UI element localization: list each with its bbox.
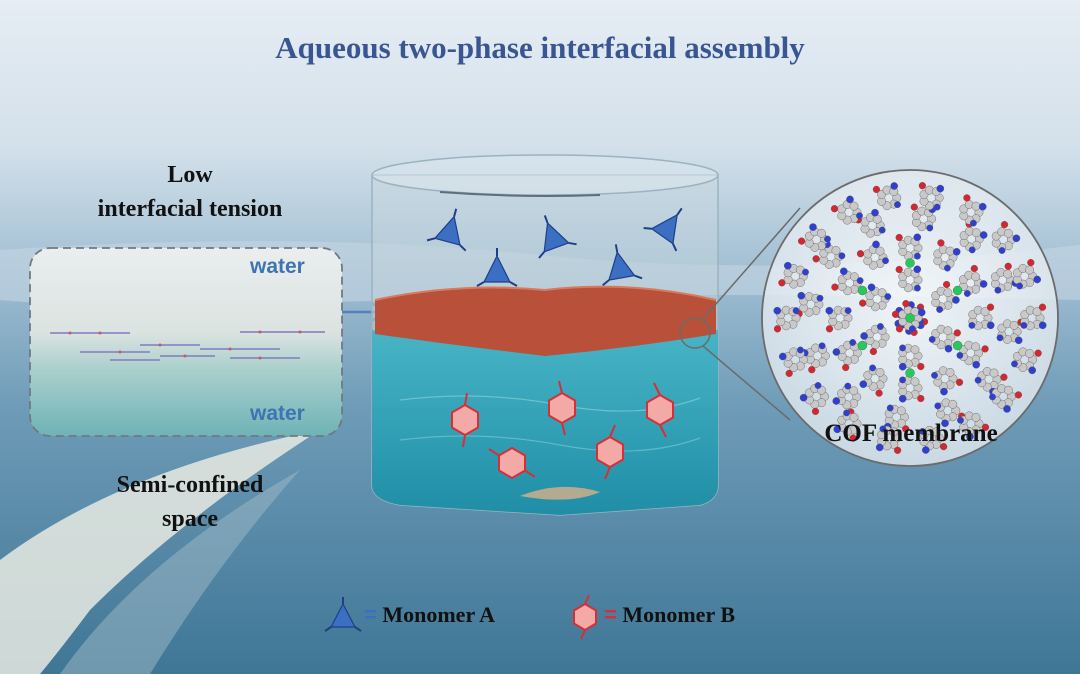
legend-monomer-b: = Monomer B xyxy=(604,602,735,628)
legend-monomer-a-icon xyxy=(324,597,362,632)
lower-water-phase xyxy=(372,330,718,515)
water-label-bottom: water xyxy=(250,402,305,425)
low-tension-heading: Low interfacial tension xyxy=(70,158,310,226)
diagram-title: Aqueous two-phase interfacial assembly xyxy=(275,30,805,65)
legend-monomer-a-eq: = xyxy=(364,602,377,627)
monomer-b-icons xyxy=(451,380,674,480)
cof-structure-icon xyxy=(773,182,1047,454)
legend-monomer-b-eq: = xyxy=(604,602,617,627)
monomer-b-icon xyxy=(646,382,674,438)
monomer-a-icons xyxy=(426,207,683,287)
shoreline xyxy=(60,470,300,674)
interface-layer xyxy=(375,286,716,356)
monomer-a-icon xyxy=(538,215,577,259)
monomer-a-icon xyxy=(476,248,518,287)
beaker xyxy=(371,154,719,516)
monomer-b-icon xyxy=(548,380,576,436)
semi-confined-line2: space xyxy=(162,506,218,532)
legend-monomer-a: = Monomer A xyxy=(364,602,495,628)
semi-confined-panel xyxy=(29,247,343,437)
legend-monomer-b-text: Monomer B xyxy=(622,602,735,627)
sand-spit xyxy=(0,430,320,674)
cof-sheets xyxy=(50,331,325,361)
semi-confined-line1: Semi-confined xyxy=(116,472,264,498)
monomer-a-icon xyxy=(426,208,467,252)
cof-membrane-label: COF membrane xyxy=(824,420,998,447)
legend-monomer-b-icon xyxy=(573,594,597,640)
monomer-a-icon xyxy=(602,244,643,287)
monomer-b-icon xyxy=(596,424,624,480)
monomer-b-icon xyxy=(451,392,479,448)
monomer-b-icon xyxy=(488,446,536,480)
water-label-top: water xyxy=(250,255,305,278)
low-tension-line2: interfacial tension xyxy=(97,196,283,222)
legend-monomer-a-text: Monomer A xyxy=(382,602,495,627)
low-tension-line1: Low xyxy=(167,162,213,188)
monomer-a-icon xyxy=(643,207,683,252)
semi-confined-heading: Semi-confined space xyxy=(70,468,310,536)
cof-sheet-dots xyxy=(68,330,302,360)
